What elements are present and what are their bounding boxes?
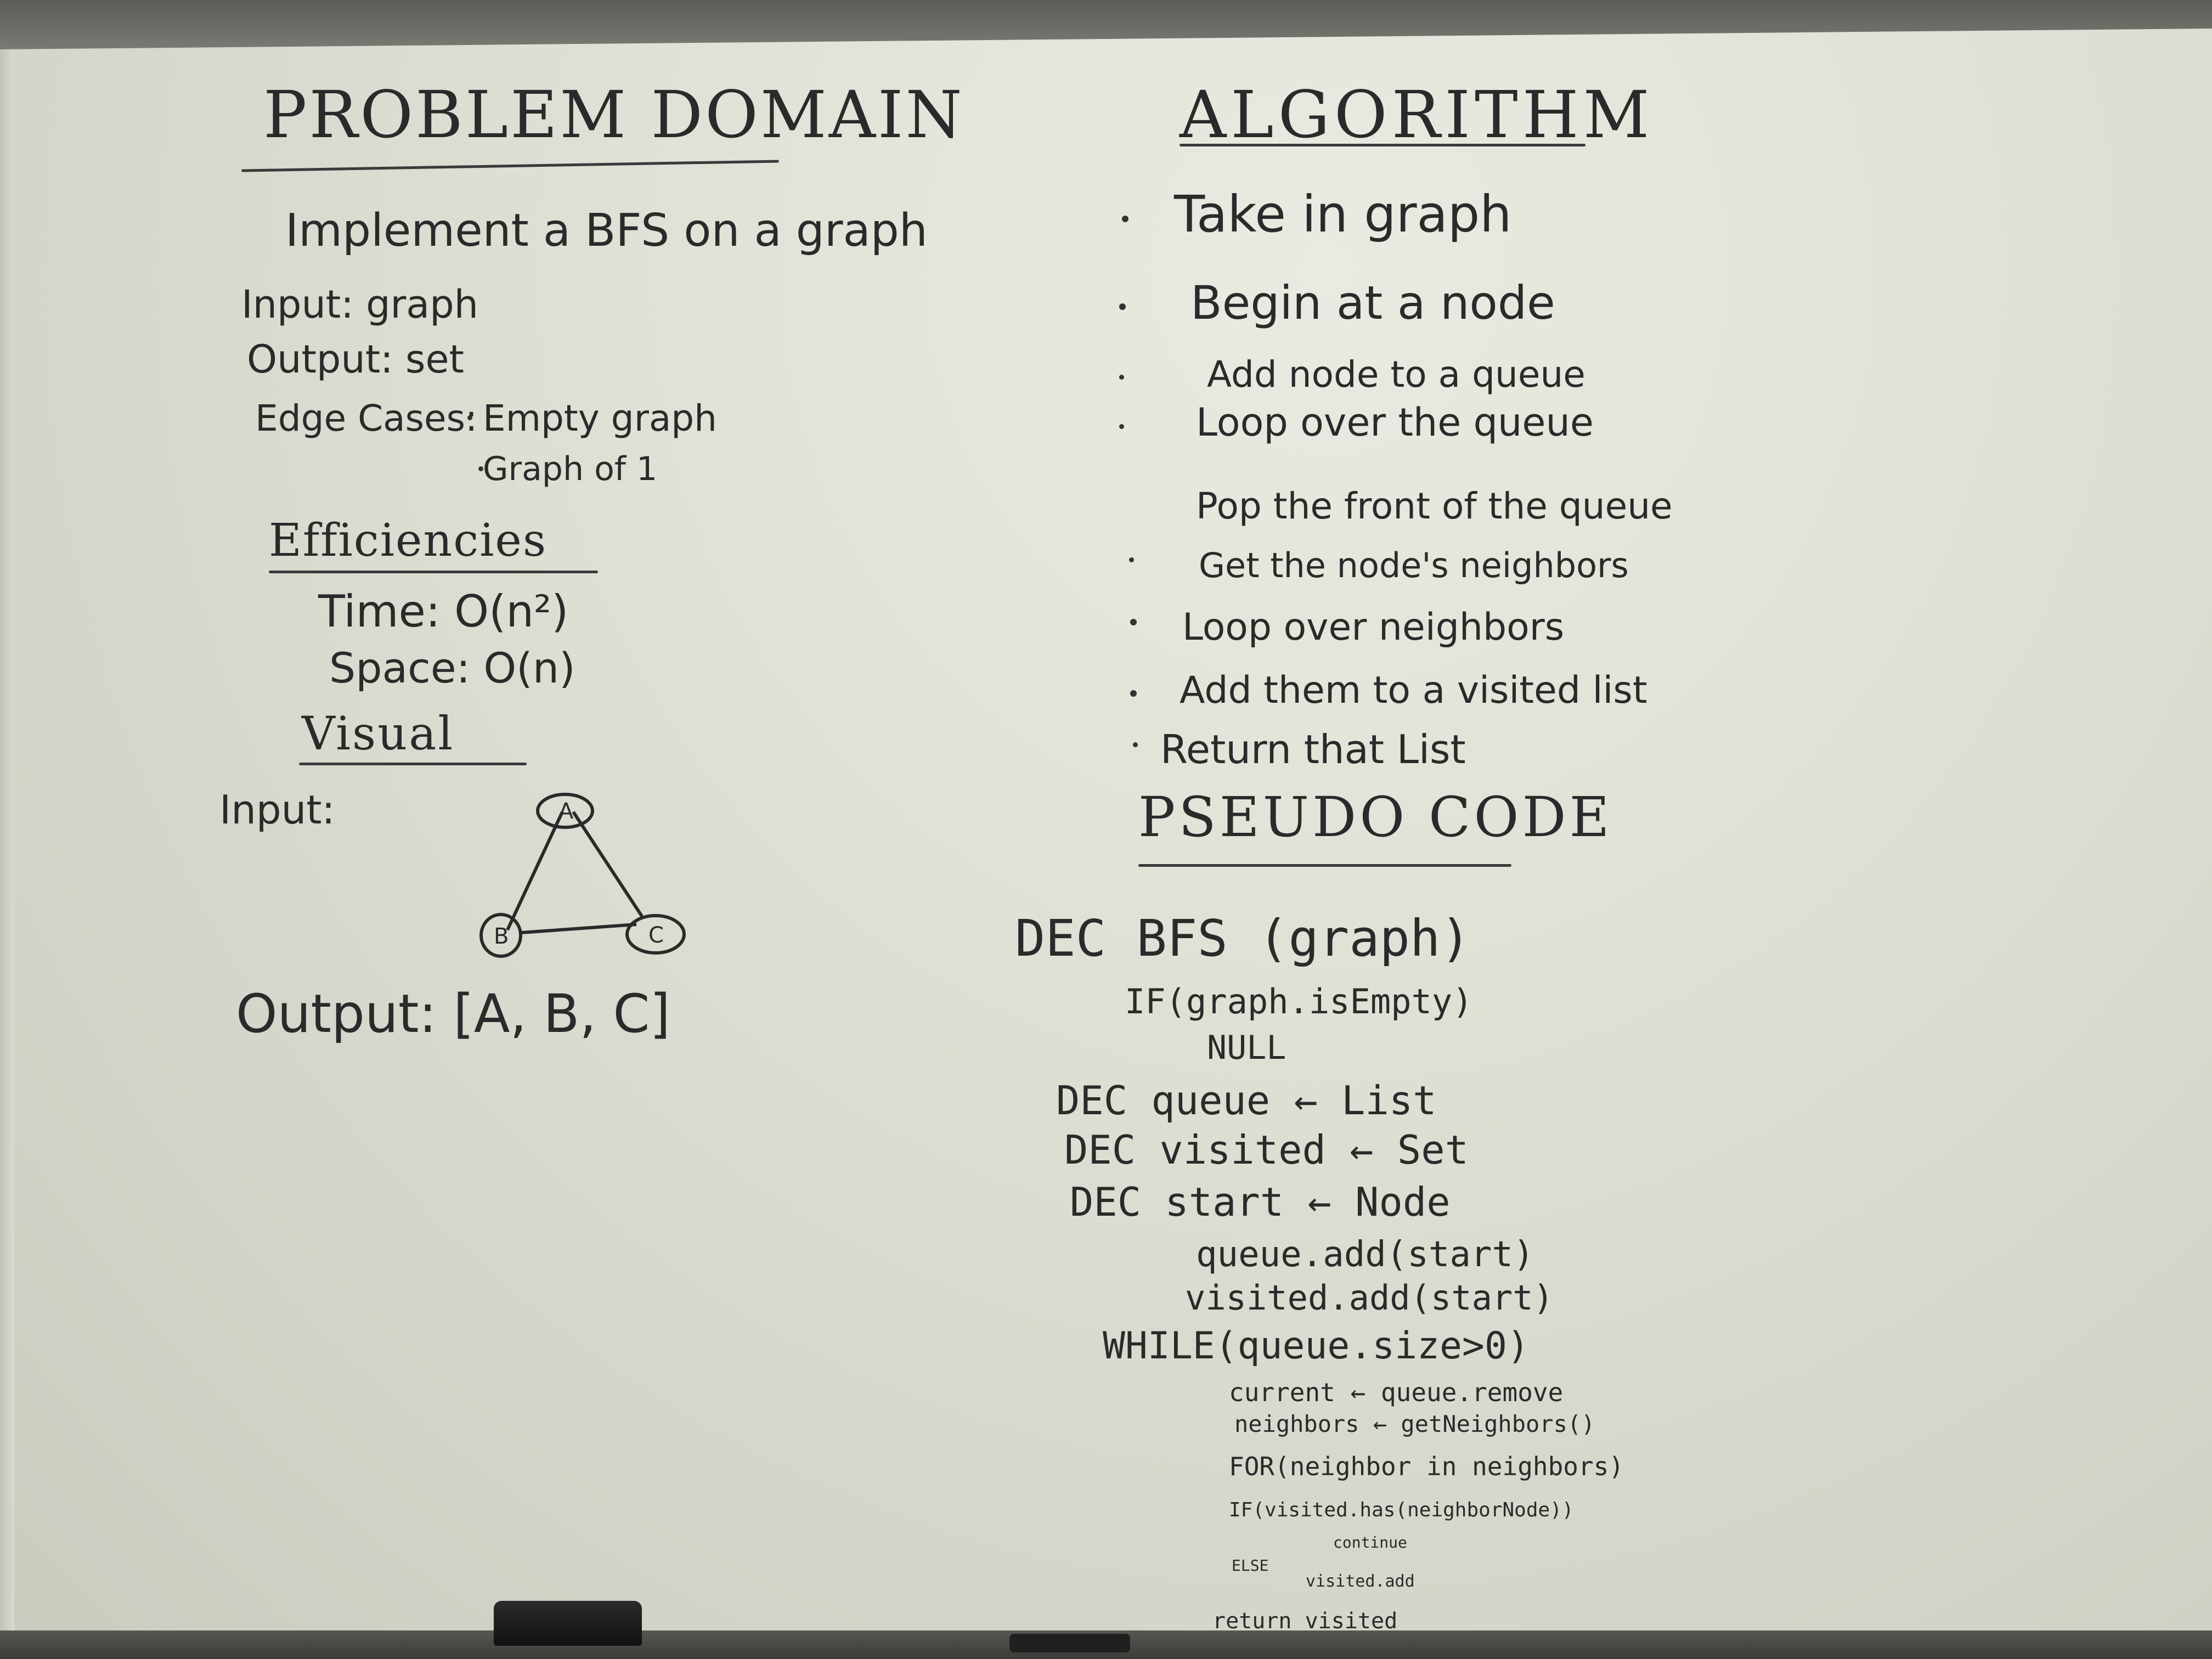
pseudo-code-line: continue [1333, 1533, 1407, 1551]
algorithm-step: Add node to a queue [1207, 353, 1585, 396]
graph-node-circle [536, 793, 594, 829]
algorithm-step: Return that List [1160, 726, 1466, 772]
graph-edge [521, 923, 637, 934]
pseudo-code-line: DEC visited ← Set [1064, 1127, 1469, 1173]
pseudo-code-line: IF(graph.isEmpty) [1125, 981, 1473, 1022]
pseudo-code-line: visited.add [1306, 1572, 1415, 1591]
bullet [1130, 690, 1137, 697]
algorithm-step: Begin at a node [1190, 276, 1555, 330]
pseudo-code-line: current ← queue.remove [1229, 1378, 1564, 1407]
visual-underline [299, 763, 527, 765]
edge-case-item: Empty graph [483, 397, 718, 439]
pseudo-code-line: FOR(neighbor in neighbors) [1229, 1452, 1624, 1481]
whiteboard-frame [0, 49, 14, 1659]
graph-edge [572, 811, 644, 917]
efficiencies-heading: Efficiencies [269, 515, 548, 567]
bullet [1119, 424, 1124, 429]
bullet [1119, 375, 1124, 380]
bullet [1119, 303, 1126, 310]
problem-domain-heading: PROBLEM DOMAIN [263, 77, 964, 153]
algorithm-underline [1180, 144, 1585, 146]
pseudo-code-line: neighbors ← getNeighbors() [1234, 1410, 1595, 1437]
pseudo-code-line: DEC queue ← List [1056, 1077, 1437, 1124]
bullet [1133, 742, 1138, 747]
marker [1009, 1634, 1130, 1652]
pseudo-code-underline [1138, 864, 1511, 867]
pseudo-code-line: return visited [1212, 1609, 1398, 1634]
pseudo-code-line: WHILE(queue.size>0) [1103, 1324, 1530, 1368]
whiteboard [0, 29, 2212, 1636]
output-line: Output: set [247, 337, 464, 382]
pseudo-code-line: DEC BFS (graph) [1015, 909, 1471, 968]
bullet [467, 415, 472, 420]
pseudo-code-heading: PSEUDO CODE [1138, 785, 1613, 849]
time-complexity: Time: O(n²) [318, 586, 569, 637]
graph-node-label: B [494, 924, 509, 949]
graph-node-label: A [558, 799, 574, 824]
pseudo-code-line: IF(visited.has(neighborNode)) [1229, 1499, 1574, 1521]
algorithm-step: Loop over the queue [1196, 400, 1594, 445]
algorithm-step: Add them to a visited list [1180, 669, 1647, 712]
edge-cases-label: Edge Cases: [255, 397, 478, 439]
algorithm-step: Get the node's neighbors [1199, 545, 1629, 585]
graph-node-circle [479, 913, 522, 958]
bullet [478, 466, 483, 471]
edge-case-item: Graph of 1 [483, 450, 658, 488]
algorithm-heading: ALGORITHM [1180, 77, 1654, 153]
pseudo-code-line: DEC start ← Node [1070, 1179, 1451, 1225]
bullet [1122, 216, 1128, 222]
graph-edge [506, 811, 564, 931]
bullet [1130, 619, 1137, 625]
graph-diagram: A B C [479, 793, 686, 958]
visual-input-label: Input: [219, 787, 335, 833]
efficiencies-underline [269, 571, 598, 573]
pseudo-code-line: visited.add(start) [1185, 1278, 1554, 1318]
algorithm-step: Take in graph [1174, 185, 1512, 244]
visual-output: Output: [A, B, C] [236, 983, 670, 1045]
space-complexity: Space: O(n) [329, 644, 575, 692]
graph-node-label: C [648, 923, 664, 948]
algorithm-step: Loop over neighbors [1182, 606, 1565, 649]
pseudo-code-line: ELSE [1232, 1556, 1269, 1575]
bullet [1129, 557, 1134, 562]
pseudo-code-line: NULL [1207, 1029, 1286, 1067]
algorithm-step: Pop the front of the queue [1196, 485, 1673, 527]
input-line: Input: graph [241, 282, 478, 327]
eraser [494, 1601, 642, 1646]
graph-node-circle [625, 914, 686, 955]
problem-summary: Implement a BFS on a graph [285, 205, 928, 257]
pseudo-code-line: queue.add(start) [1196, 1234, 1534, 1275]
visual-heading: Visual [302, 707, 455, 760]
